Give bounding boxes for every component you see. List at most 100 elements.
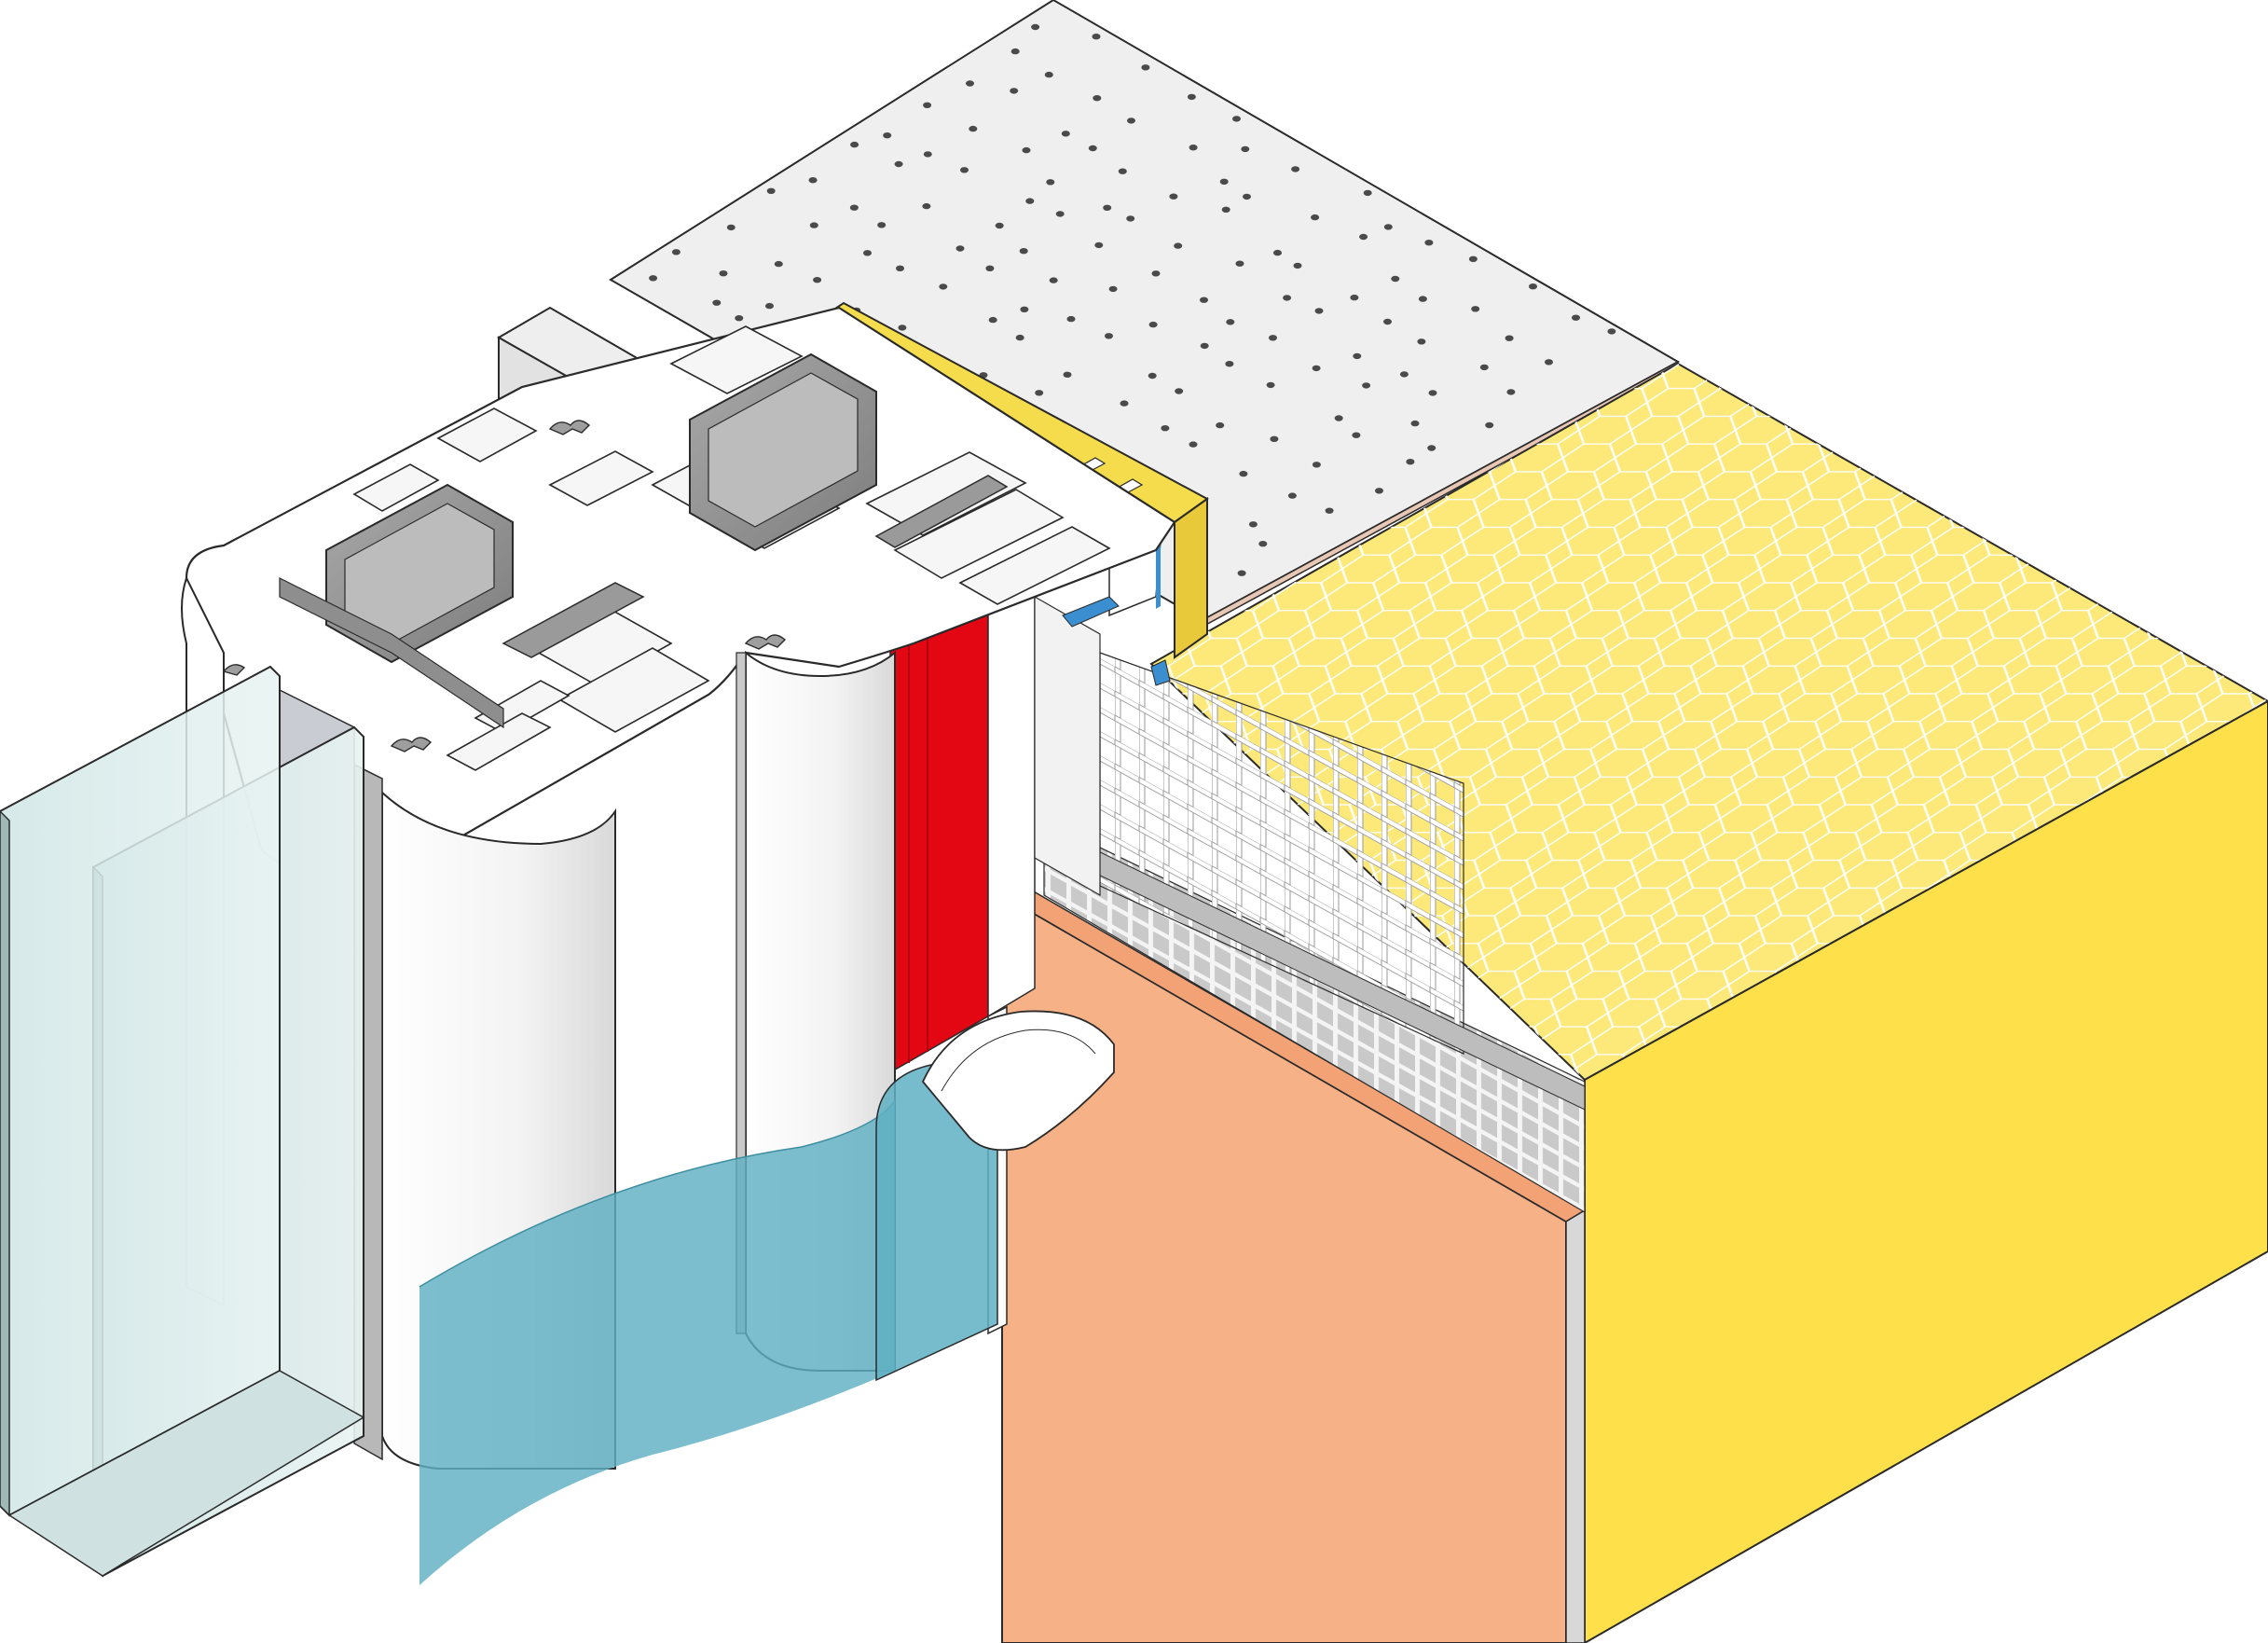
ceiling-dot	[1270, 435, 1279, 442]
ceiling-dot	[1375, 488, 1383, 494]
steel-reinforcement	[279, 352, 1009, 729]
ceiling-dot	[1103, 204, 1112, 211]
ceiling-dot	[1025, 198, 1035, 204]
ceiling-dot	[960, 167, 969, 173]
ceiling-dot	[1189, 145, 1198, 151]
ceiling-dot	[1126, 215, 1135, 222]
ceiling-dot	[774, 260, 783, 268]
ceiling-dot	[1353, 352, 1362, 360]
ceiling-dot	[766, 187, 776, 194]
ceiling-dot	[1428, 390, 1437, 396]
ceiling-dot	[849, 204, 859, 211]
ceiling-dot	[1010, 48, 1020, 55]
ceiling-dot	[898, 324, 907, 331]
ceiling-dot	[1044, 71, 1053, 78]
ceiling-dot	[1269, 335, 1277, 341]
ceiling-dot	[1241, 145, 1250, 153]
ceiling-dot	[1061, 131, 1070, 137]
ceiling-dot	[1221, 206, 1230, 213]
ceiling-dot	[863, 250, 872, 256]
ceiling-dot	[1187, 93, 1196, 101]
ceiling-dot	[1505, 335, 1514, 341]
ceiling-dot	[1572, 314, 1580, 321]
ceiling-dot	[1010, 88, 1019, 94]
ceiling-dot	[1406, 459, 1415, 465]
ceiling-dot	[922, 202, 931, 210]
ceiling-dot	[1226, 319, 1235, 325]
ceiling-dot	[1148, 372, 1157, 380]
ceiling-dot	[1243, 193, 1251, 200]
ceiling-dot	[1383, 318, 1392, 325]
ceiling-dot	[1094, 242, 1104, 249]
ceiling-dot	[1219, 178, 1229, 185]
plaster-wall	[1000, 883, 1587, 1643]
ceiling-dot	[1151, 270, 1161, 277]
ceiling-dot	[1314, 308, 1324, 314]
ceiling-dot	[1169, 193, 1178, 200]
ceiling-dot	[1200, 297, 1208, 303]
ceiling-dot	[966, 80, 974, 87]
ceiling-dots	[649, 23, 1616, 599]
ceiling-dot	[1312, 365, 1321, 372]
ceiling-dot	[1015, 334, 1024, 341]
white-tape-ribs	[1034, 595, 1101, 897]
ceiling-dot	[1232, 116, 1241, 122]
ceiling-dot	[1468, 255, 1478, 262]
ceiling-dot	[765, 302, 774, 310]
ceiling-dot	[850, 141, 859, 148]
ceiling-dot	[1022, 146, 1031, 154]
ceiling-dot	[1092, 34, 1101, 40]
ceiling-dot	[1216, 421, 1225, 429]
ceiling-dot	[1118, 168, 1127, 174]
ceiling-dot	[1258, 541, 1268, 547]
ceiling-dot	[1427, 445, 1436, 451]
ceiling-dot	[1283, 295, 1292, 301]
ceiling-dot	[712, 299, 722, 306]
ceiling-dot	[1359, 233, 1368, 241]
ceiling-dot	[1237, 570, 1246, 576]
ceiling-dot	[1035, 390, 1044, 396]
ceiling-dot	[1410, 420, 1420, 427]
ceiling-dot	[1399, 371, 1409, 378]
ceiling-dot	[1311, 214, 1320, 221]
ceiling-dot	[735, 315, 744, 322]
ceiling-dot	[1105, 333, 1113, 339]
ceiling-dot	[1093, 95, 1102, 102]
ceiling-dot	[1019, 248, 1028, 255]
ceiling-dot	[1031, 23, 1040, 31]
ceiling-dot	[1175, 388, 1184, 394]
ceiling-dot	[923, 151, 932, 158]
ceiling-dot	[1273, 249, 1282, 256]
ceiling-dot	[726, 224, 735, 231]
ceiling-dot	[1127, 117, 1135, 124]
ceiling-dot	[1174, 242, 1183, 249]
ceiling-dot	[1287, 492, 1297, 499]
ceiling-dot	[813, 277, 822, 283]
ceiling-dot	[939, 283, 948, 290]
ceiling-dot	[1235, 260, 1244, 267]
plaster-angle-profile	[1565, 1208, 1586, 1643]
ceiling-dot	[1424, 240, 1434, 246]
ceiling-dot	[1046, 179, 1055, 186]
ceiling-dot	[1383, 224, 1393, 230]
ceiling-dot	[1055, 211, 1065, 217]
ceiling-dot	[1485, 421, 1494, 429]
ceiling-dot	[1020, 306, 1029, 312]
foil-roll	[921, 1010, 1115, 1152]
foil-sheet	[419, 1100, 895, 1585]
ceiling-board	[609, 0, 1681, 628]
ceiling-dot	[1063, 371, 1072, 378]
vapour-barrier-foil	[419, 1010, 1115, 1585]
ceiling-dot	[809, 222, 818, 228]
ceiling-dot	[1418, 296, 1427, 302]
ceiling-dot	[671, 249, 680, 255]
ceiling-dot	[1506, 389, 1516, 395]
ceiling-dot	[1200, 342, 1209, 350]
ceiling-dot	[923, 102, 932, 109]
glass-pane-outer	[0, 665, 281, 1517]
ceiling-dot	[1545, 359, 1553, 366]
ceiling-dot	[1291, 166, 1300, 173]
ceiling-dot	[649, 275, 658, 282]
